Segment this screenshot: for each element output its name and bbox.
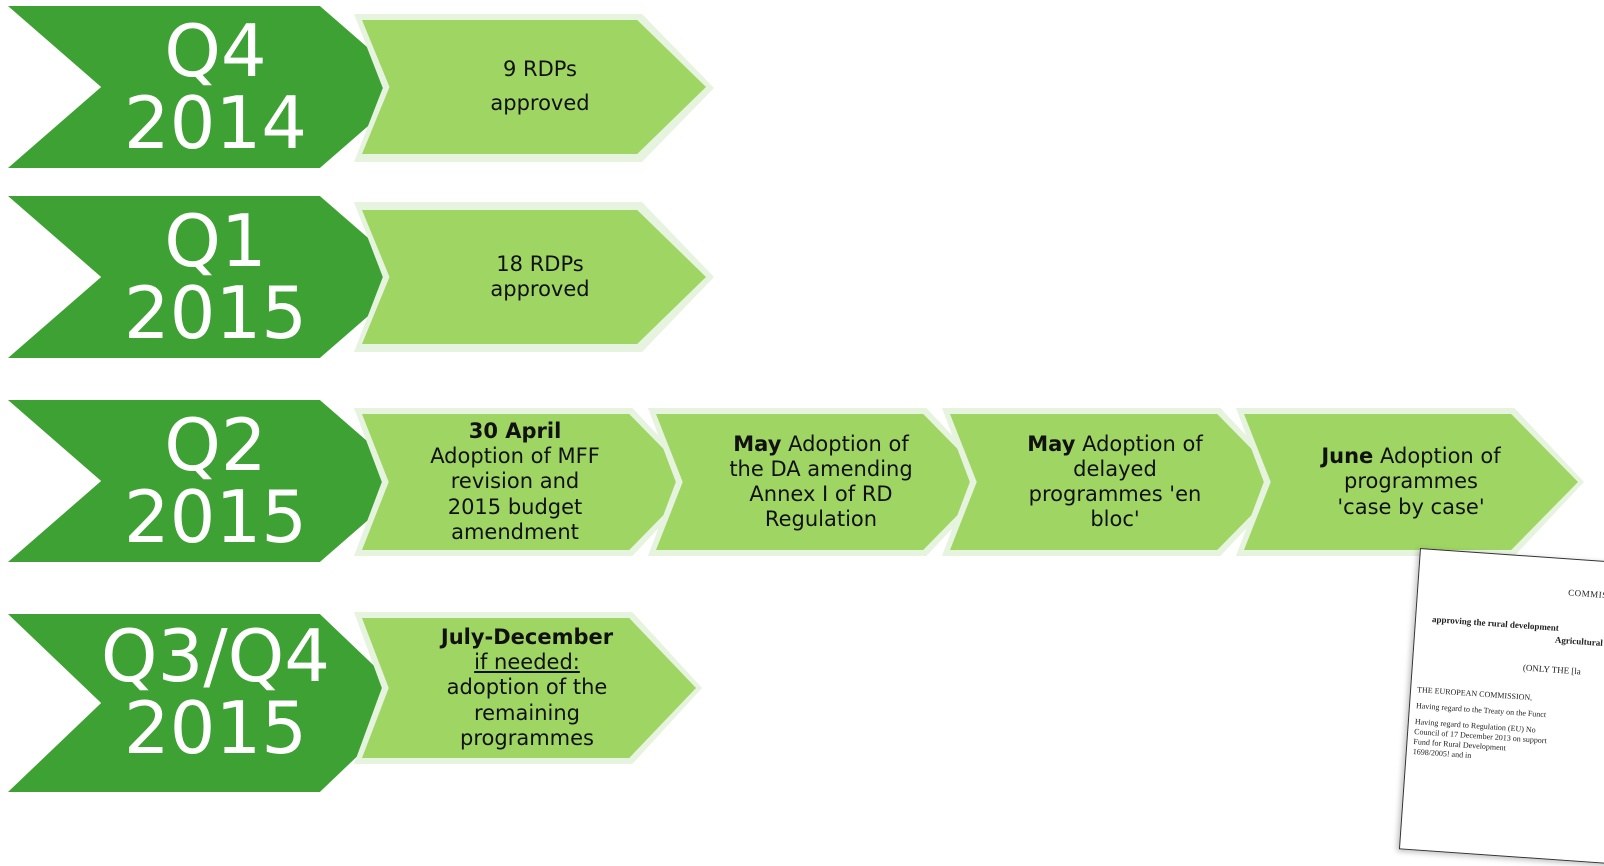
doc-text: Having regard to the Treaty on the Funct [1415, 701, 1547, 720]
step-text-r3-s3: May Adoption of delayed programmes 'en b… [984, 414, 1246, 550]
step-date: July-December [440, 625, 614, 650]
step-line: Adoption of [788, 431, 909, 456]
quarter-year: 2014 [123, 81, 308, 165]
quarter-chevron-q1-2015: Q1 2015 [8, 196, 413, 358]
step-line: amendment [451, 519, 579, 544]
step-line: delayed [1073, 456, 1157, 481]
quarter-chevron-q4-2014: Q4 2014 [8, 6, 413, 168]
step-text-r3-s1: 30 April Adoption of MFF revision and 20… [400, 414, 630, 550]
step-condition: if needed: [474, 650, 580, 675]
step-text-r1-s1: 9 RDPs approved [400, 20, 680, 154]
step-line: 18 RDPs [496, 251, 584, 276]
step-line: 2015 budget [447, 494, 583, 519]
step-line: approved [490, 91, 590, 115]
step-text-r2-s1: 18 RDPs approved [400, 210, 680, 344]
step-line: programmes [460, 725, 594, 750]
step-chevron-r3-s3 [950, 414, 1284, 550]
step-text-r4-s1: July-December if needed: adoption of the… [392, 618, 662, 758]
step-date: May [733, 431, 782, 456]
document-thumbnail: COMMISSI approving the rural development… [1398, 548, 1604, 866]
step-text-r3-s4: June Adoption of programmes 'case by cas… [1280, 414, 1542, 550]
quarter-year: 2015 [123, 271, 308, 355]
step-chevron-r4-s1 [362, 618, 696, 758]
step-line: programmes 'en [1028, 482, 1202, 506]
quarter-label: Q3/Q4 [100, 614, 331, 698]
doc-subject: Agricultural [1554, 634, 1604, 648]
step-line: approved [490, 277, 590, 301]
step-line: Adoption of MFF [430, 444, 600, 469]
step-first-line: May Adoption of [1027, 432, 1202, 457]
step-first-line: June Adoption of [1321, 444, 1500, 469]
quarter-year: 2015 [123, 686, 308, 770]
step-chevron-r3-s2 [656, 414, 990, 550]
step-date: June [1321, 444, 1374, 469]
step-date: May [1027, 431, 1076, 456]
step-chevron-r1-s1 [362, 20, 706, 154]
step-line: the DA amending [729, 456, 913, 481]
step-line: Adoption of [1380, 444, 1501, 469]
doc-commission: THE EUROPEAN COMMISSION, [1416, 685, 1533, 703]
step-line: bloc' [1090, 507, 1140, 532]
step-chevron-r3-s4 [1244, 414, 1578, 550]
doc-language: (ONLY THE [la [1522, 662, 1582, 677]
step-line: 9 RDPs [502, 57, 578, 82]
quarter-label: Q2 [164, 403, 267, 487]
quarter-label: Q4 [164, 9, 267, 93]
step-line: revision and [450, 469, 580, 494]
step-first-line: May Adoption of [733, 432, 908, 457]
step-line: Annex I of RD [749, 482, 893, 506]
step-line: 'case by case' [1337, 494, 1485, 519]
step-chevron-r2-s1 [362, 210, 706, 344]
step-line: remaining [473, 700, 581, 725]
quarter-chevron-q3q4-2015: Q3/Q4 2015 [8, 614, 413, 792]
step-chevron-r3-s1 [362, 414, 696, 550]
step-text-r3-s2: May Adoption of the DA amending Annex I … [690, 414, 952, 550]
quarter-label: Q1 [164, 199, 267, 283]
step-line: adoption of the [446, 675, 608, 700]
quarter-year: 2015 [123, 475, 308, 559]
step-date: 30 April [468, 419, 562, 444]
step-line: programmes [1344, 469, 1478, 494]
doc-header: COMMISSI [1567, 587, 1604, 601]
doc-subject: approving the rural development [1431, 614, 1560, 633]
step-line: Regulation [764, 507, 878, 532]
step-line: Adoption of [1082, 431, 1203, 456]
quarter-chevron-q2-2015: Q2 2015 [8, 400, 413, 562]
